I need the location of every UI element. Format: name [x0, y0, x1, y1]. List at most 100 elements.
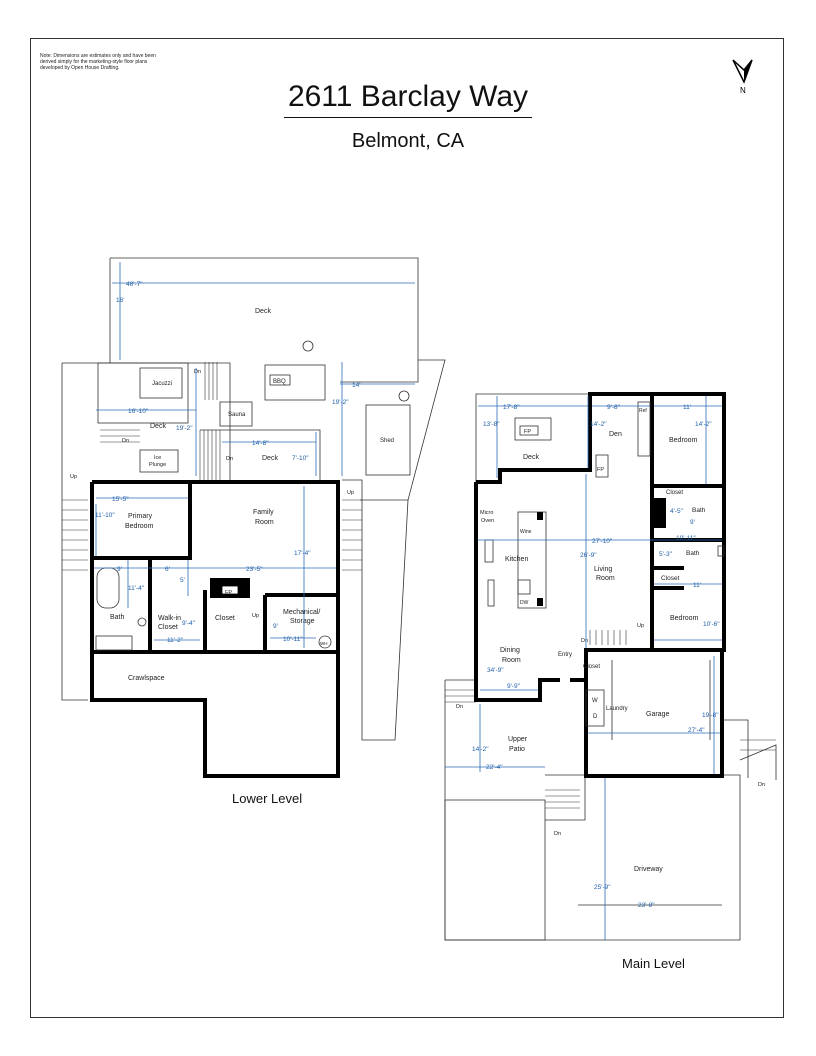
- dimension-label-m22: 23'-8": [638, 902, 655, 909]
- dimension-label-m20: 22'-4": [486, 764, 503, 771]
- ice-plunge: [139, 449, 179, 473]
- dimension-label-d20: 10'-11": [283, 636, 303, 643]
- room-label-ref: Ref: [639, 408, 647, 414]
- room-label-laundry: Laundry: [606, 706, 628, 712]
- dimension-label-d3: 14': [352, 382, 360, 389]
- room-label-kitchen: Kitchen: [505, 556, 528, 563]
- room-label-fp: FP: [225, 590, 232, 596]
- dimension-label-d7: 14'-8": [252, 440, 269, 447]
- dimension-label-m13: 11': [693, 582, 701, 589]
- dimension-label-d9: 15'-5": [112, 496, 129, 503]
- dimension-label-d6: 19'-2": [332, 399, 349, 406]
- room-label-bbq: BBQ: [273, 379, 286, 385]
- room-label-family-2: Room: [255, 519, 274, 526]
- room-label-w: W: [592, 698, 598, 704]
- page-frame: [30, 38, 784, 1018]
- room-label-fp2: FP: [597, 467, 604, 473]
- north-label: N: [740, 86, 746, 95]
- refrigerator: [637, 401, 651, 457]
- room-label-dn3: Dn: [226, 456, 233, 462]
- dimension-label-m6: 14'-2": [695, 421, 712, 428]
- dimension-label-d1: 48'-7": [126, 281, 143, 288]
- room-label-ice-plunge-1: Ice: [154, 455, 161, 461]
- jacuzzi: [139, 367, 183, 399]
- room-label-d: D: [593, 714, 598, 720]
- room-label-crawl: Crawlspace: [128, 675, 165, 682]
- room-label-dn1: Dn: [194, 369, 201, 375]
- water-heater-icon: [318, 635, 332, 649]
- room-label-dw: DW: [520, 600, 529, 606]
- room-label-bedroom2: Bedroom: [670, 615, 699, 622]
- range-icon: [484, 539, 494, 563]
- dimension-label-d12: 9': [117, 566, 122, 573]
- kitchen-island: [517, 511, 547, 609]
- dimension-label-m11: 26'-9": [580, 552, 597, 559]
- deck-stairs: [62, 362, 362, 571]
- dimension-label-d4: 16'-10": [128, 408, 149, 415]
- dimension-label-m17: 19'-8": [702, 712, 719, 719]
- bbq: [269, 374, 291, 386]
- north-arrow-icon: N: [732, 59, 753, 95]
- toilet-icon: [137, 617, 147, 627]
- dimension-label-d17: 9'-4": [182, 620, 196, 627]
- dimension-label-d2: 16': [116, 297, 124, 304]
- dimension-label-d8: 7'-10": [292, 455, 309, 462]
- sink-icon: [517, 579, 531, 595]
- room-label-living-1: Living: [594, 566, 612, 573]
- room-label-up1: Up: [637, 623, 644, 629]
- room-label-up1: Up: [70, 474, 77, 480]
- room-label-bath: Bath: [110, 614, 125, 621]
- room-label-dn4: Dn: [758, 782, 765, 788]
- room-label-dining-1: Dining: [500, 647, 520, 654]
- room-label-walkin-1: Walk-in: [158, 615, 181, 622]
- dimension-label-m3: 11': [683, 404, 691, 411]
- dimension-label-m7: 4'-5": [670, 508, 684, 515]
- room-label-driveway: Driveway: [634, 866, 663, 873]
- room-label-bath1: Bath: [692, 507, 706, 514]
- lower-level-plan: Deck Jacuzzi BBQ Sauna Deck Deck Ice Plu…: [61, 257, 446, 778]
- dimension-label-d18: 11'-2": [167, 637, 184, 644]
- room-label-dn2: Dn: [122, 438, 129, 444]
- dimension-label-m9: 10'-11": [676, 535, 696, 542]
- room-label-dn1: Dn: [456, 704, 463, 710]
- room-label-closet3: Closet: [583, 664, 600, 670]
- lower-level-label: Lower Level: [232, 791, 303, 806]
- room-label-dn2: Dn: [581, 638, 588, 644]
- room-label-deck-mid: Deck: [262, 455, 278, 462]
- dimension-label-d19: 9': [273, 623, 278, 630]
- dimension-label-m14: 10'-6": [703, 621, 720, 628]
- dimension-label-d15: 11'-4": [128, 585, 145, 592]
- room-label-family-1: Family: [253, 509, 274, 516]
- room-label-upper-2: Patio: [509, 746, 525, 753]
- room-label-garage: Garage: [646, 711, 669, 718]
- room-label-ice-plunge-2: Plunge: [149, 462, 166, 468]
- room-label-upper-1: Upper: [508, 736, 528, 743]
- room-label-bedroom1: Bedroom: [669, 437, 698, 444]
- dimension-label-m5: 14'-2": [590, 421, 607, 428]
- dimension-label-m18: 27'-4": [688, 727, 705, 734]
- disclaimer-note: Note: Dimensions are estimates only and …: [40, 53, 156, 71]
- room-label-closet2: Closet: [661, 575, 680, 582]
- main-level-plan: Deck FP Den FP Ref Bedroom Closet Bath M…: [444, 392, 777, 941]
- dimension-label-m15: 34'-9": [487, 667, 504, 674]
- room-label-fp1: FP: [524, 429, 531, 435]
- room-label-sauna: Sauna: [228, 412, 246, 418]
- dimension-label-d10: 11'-10": [95, 512, 115, 519]
- dimension-label-m8: 9': [690, 519, 695, 526]
- dimension-label-m16: 9'-9": [507, 683, 521, 690]
- room-label-mech-2: Storage: [290, 618, 315, 625]
- dimension-label-d5: 19'-2": [176, 425, 193, 432]
- room-label-bath2: Bath: [686, 550, 700, 557]
- dimension-label-m12: 5'-3": [659, 551, 673, 558]
- room-label-up3: Up: [252, 613, 259, 619]
- room-label-primary-1: Primary: [128, 513, 153, 520]
- laundry-appliances: [585, 689, 605, 727]
- dimension-label-m21: 25'-9": [594, 884, 611, 891]
- shower: [95, 635, 133, 651]
- dimension-label-m10: 27'-10": [592, 538, 613, 545]
- room-label-micro-1: Micro: [480, 510, 493, 516]
- room-label-walkin-2: Closet: [158, 624, 178, 631]
- property-address-title: 2611 Barclay Way: [0, 80, 816, 118]
- room-label-primary-2: Bedroom: [125, 523, 154, 530]
- sauna: [219, 401, 253, 427]
